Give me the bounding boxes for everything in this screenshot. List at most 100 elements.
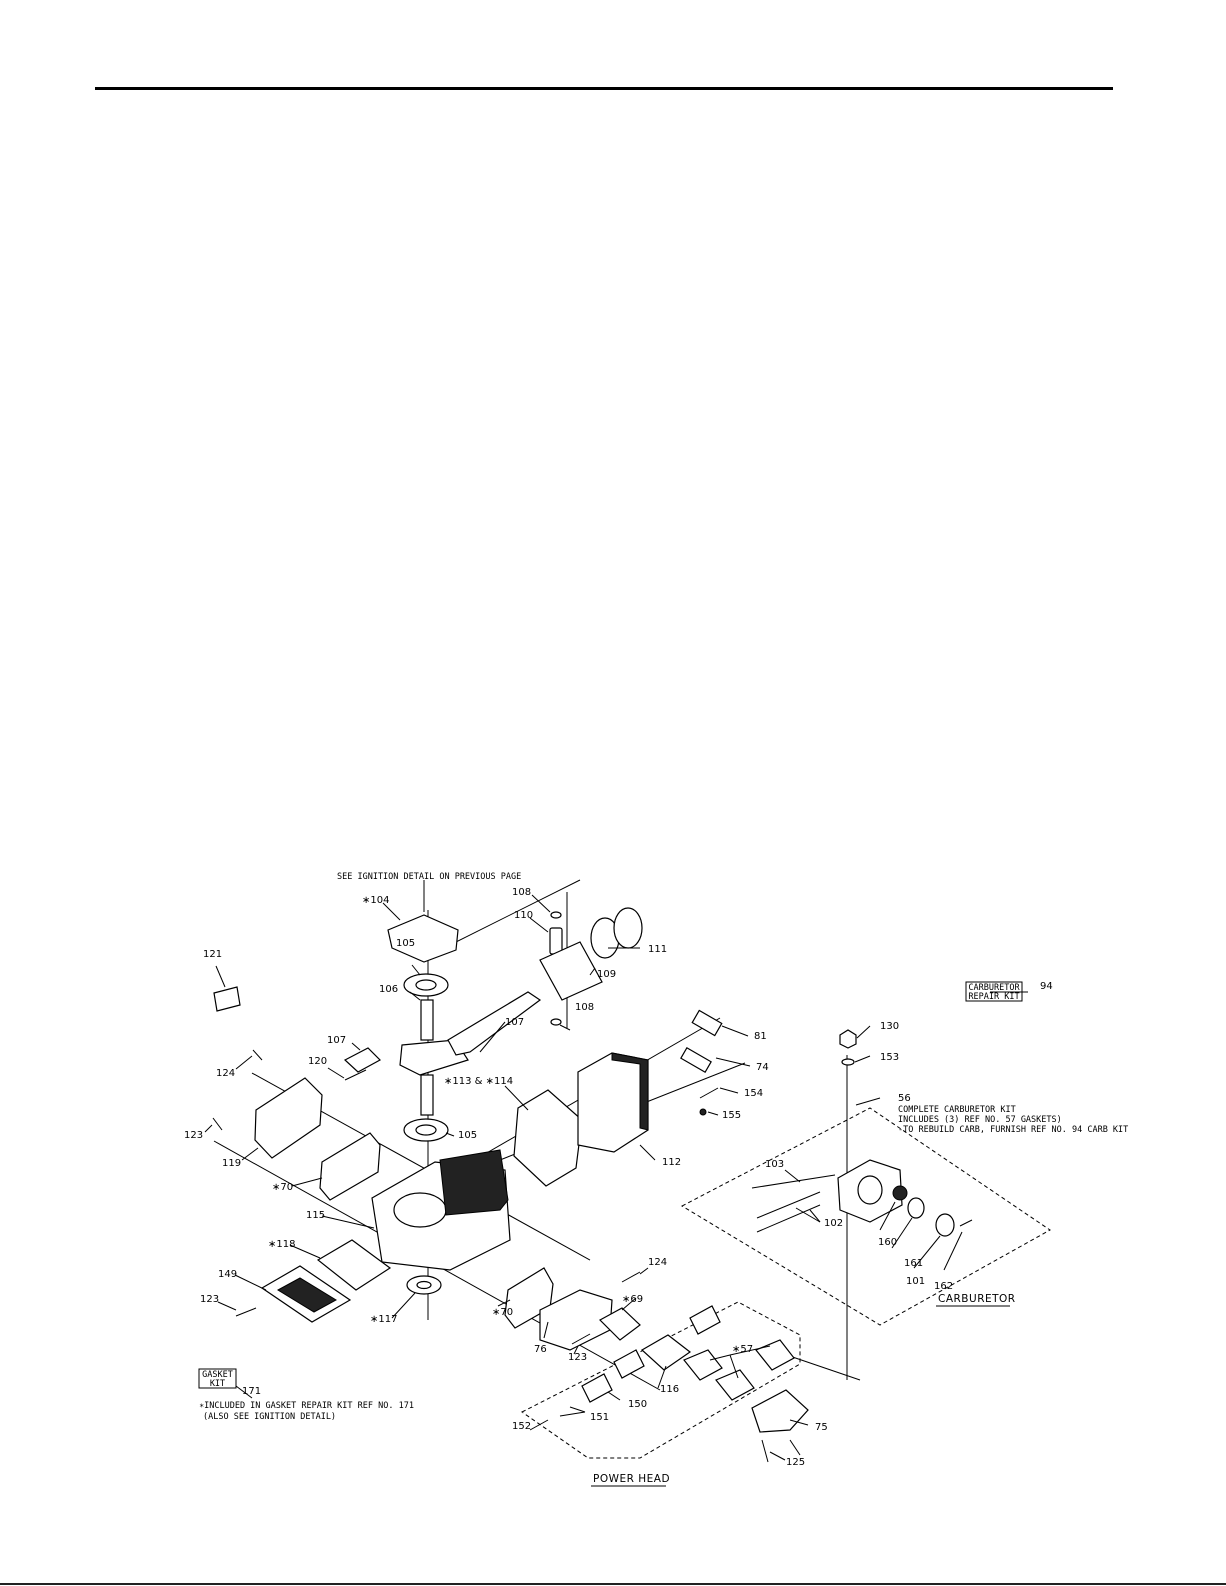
callout-118: ∗118 — [268, 1239, 295, 1250]
spark-plug — [680, 1046, 712, 1074]
leader-line — [809, 1209, 821, 1223]
leader-line — [621, 1297, 637, 1311]
callout-154: 154 — [744, 1088, 763, 1099]
leader-line — [382, 902, 401, 921]
leader-line — [409, 991, 421, 1001]
callout-70a: ∗70 — [272, 1182, 293, 1193]
callout-69: ∗69 — [622, 1294, 643, 1305]
leader-line — [569, 1406, 586, 1413]
callout-125: 125 — [786, 1457, 805, 1468]
carb-washer — [841, 1058, 855, 1066]
leader-line — [943, 1231, 963, 1271]
lower-bearing-bore — [415, 1124, 437, 1136]
carb-repair-kit-box — [965, 981, 1023, 1002]
callout-113: ∗113 & ∗114 — [444, 1076, 513, 1087]
gasket-kit-line2: KIT — [210, 1379, 225, 1389]
piston-ring — [613, 907, 643, 949]
callout-151: 151 — [590, 1412, 609, 1423]
piston-pin-clip — [550, 1018, 562, 1026]
leader-line — [854, 1055, 871, 1063]
cylinder-gasket — [513, 1089, 583, 1187]
leader-line — [784, 1169, 801, 1183]
callout-119: 119 — [222, 1158, 241, 1169]
leader-line — [639, 1267, 649, 1275]
header-rule — [95, 87, 1113, 90]
carburetor-bore — [857, 1175, 883, 1205]
bolt — [571, 1333, 591, 1345]
leader-line — [235, 1385, 253, 1399]
carb-nut — [839, 1029, 857, 1049]
bolt — [212, 1117, 223, 1131]
leader-line — [204, 1124, 213, 1133]
piston-pin-clip — [550, 911, 562, 919]
leader-line — [241, 1147, 259, 1161]
cylinder-head-fins — [611, 1052, 649, 1131]
crankshaft-web — [399, 1039, 469, 1076]
callout-149: 149 — [218, 1269, 237, 1280]
mixture-needle — [756, 1191, 821, 1219]
leader-line — [789, 1419, 809, 1426]
warning-label — [213, 986, 241, 1012]
ignition-reference-note: SEE IGNITION DETAIL ON PREVIOUS PAGE — [337, 872, 521, 882]
cylinder-head — [577, 1052, 649, 1153]
callout-160: 160 — [878, 1237, 897, 1248]
callout-117: ∗117 — [370, 1314, 397, 1325]
leader-line — [235, 1055, 253, 1070]
callout-105a: 105 — [396, 938, 415, 949]
leader-line — [709, 1354, 731, 1361]
leader-line — [391, 1292, 416, 1319]
callout-116: 116 — [660, 1384, 679, 1395]
leader-line — [913, 1235, 941, 1269]
callout-112: 112 — [662, 1157, 681, 1168]
reed-valve-opening — [277, 1277, 337, 1313]
carb-screen — [892, 1185, 908, 1201]
gasket-note-1: ∗INCLUDED IN GASKET REPAIR KIT REF NO. 1… — [199, 1401, 414, 1411]
footer-rule — [0, 1583, 1226, 1585]
callout-106: 106 — [379, 984, 398, 995]
leader-line — [707, 1111, 719, 1116]
reed-gasket — [316, 1239, 392, 1291]
leader-line — [327, 1067, 345, 1079]
carb-repair-kit-line1: CARBURETOR — [968, 983, 1020, 993]
callout-110: 110 — [514, 910, 533, 921]
callout-56: 56 — [898, 1093, 911, 1104]
callout-75: 75 — [815, 1422, 828, 1433]
leader-line — [769, 1451, 786, 1461]
leader-line — [657, 1365, 667, 1389]
leader-line — [291, 1177, 323, 1187]
bolt — [761, 1439, 769, 1463]
carb-gasket — [755, 1339, 795, 1371]
callout-120: 120 — [308, 1056, 327, 1067]
callout-130: 130 — [880, 1021, 899, 1032]
section-title-power-head: POWER HEAD — [593, 1473, 670, 1485]
power-head-block — [640, 1334, 692, 1371]
cylinder-bore — [393, 1192, 447, 1228]
callout-108b: 108 — [575, 1002, 594, 1013]
carb-repair-kit-line2: REPAIR KIT — [968, 992, 1019, 1002]
callout-94: 94 — [1040, 981, 1053, 992]
leader-line — [715, 1057, 751, 1067]
crank-seal-bore — [416, 1280, 432, 1290]
leader-line — [321, 1215, 375, 1229]
carb-kit-note-1: COMPLETE CARBURETOR KIT — [898, 1105, 1016, 1115]
callout-115: 115 — [306, 1210, 325, 1221]
callout-102: 102 — [824, 1218, 843, 1229]
callout-105b: 105 — [458, 1130, 477, 1141]
callout-107a: 107 — [327, 1035, 346, 1046]
cylinder-fins — [439, 1149, 509, 1216]
carburetor-section-box — [680, 1107, 1051, 1326]
callout-161: 161 — [904, 1258, 923, 1269]
mixture-needle — [756, 1204, 821, 1233]
leader-line — [573, 1345, 579, 1355]
callout-109: 109 — [597, 969, 616, 980]
callout-108a: 108 — [512, 887, 531, 898]
callout-124b: 124 — [648, 1257, 667, 1268]
power-head-gasket — [581, 1373, 613, 1403]
bolt — [789, 1439, 801, 1456]
leader-line — [529, 917, 549, 933]
upper-bearing-bore — [415, 979, 437, 991]
leader-line — [589, 967, 596, 976]
callout-124a: 124 — [216, 1068, 235, 1079]
